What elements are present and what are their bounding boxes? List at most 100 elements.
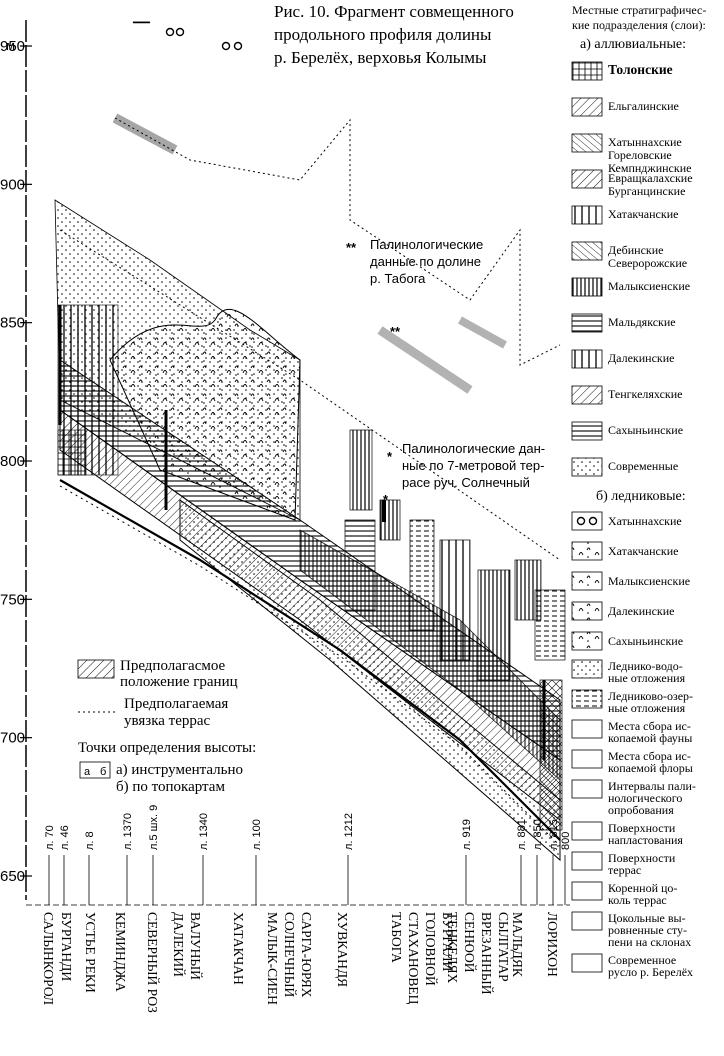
location-label: БУРГАНДИ xyxy=(59,912,74,981)
location-label: ЛОРИХОН xyxy=(545,912,560,977)
terrace-block-1 xyxy=(344,519,376,611)
legend-label: копаемой флоры xyxy=(608,761,693,775)
terrace-block-8 xyxy=(534,589,566,661)
upper-terrace-remnant xyxy=(112,113,178,155)
legend-swatch xyxy=(571,601,603,621)
legend-swatch xyxy=(571,779,603,799)
location-label: СТАХАНОВЕЦ xyxy=(406,912,421,1005)
legend-label: Места сбора ис- xyxy=(608,749,691,763)
terrace-remnant-3 xyxy=(458,316,507,349)
location-label: СЫЛГАТАР xyxy=(496,912,511,982)
point-label: л. 100 xyxy=(251,819,263,850)
axis-tick-label: 750 xyxy=(0,591,25,608)
height-points-b: б) по топокартам xyxy=(116,779,225,795)
location-label: БУРГАЛИ xyxy=(440,912,455,972)
legend-swatch xyxy=(571,541,603,561)
height-symbol-box xyxy=(79,761,111,779)
terrace-block-6 xyxy=(477,569,511,681)
legend-swatch xyxy=(571,911,603,931)
legend-swatch xyxy=(571,313,603,333)
point-label: л. 70 xyxy=(44,825,56,850)
legend-label: Евращкалахские xyxy=(608,171,693,185)
terrace-band-c xyxy=(179,499,561,862)
legend-label: Хатыннахские xyxy=(608,514,682,528)
upper-height-markers: ▔▔ xyxy=(132,22,243,51)
location-label: ДАЛЕКИЙ xyxy=(171,912,186,977)
legend-swatch xyxy=(571,689,603,709)
height-points-a: а) инструментально xyxy=(116,762,243,778)
legend-swatch xyxy=(571,631,603,651)
point-label: л. 8 xyxy=(84,831,96,850)
glacial-hummock xyxy=(109,308,301,521)
legend-label: пени на склонах xyxy=(608,935,691,949)
legend-label: Малыксиенские xyxy=(608,279,690,293)
height-points-title: Точки определения высоты: xyxy=(78,740,256,756)
location-label: ТЕНКЕЛЯХ xyxy=(445,912,460,983)
boundary-swatch xyxy=(77,659,115,679)
legend-label: Места сбора ис- xyxy=(608,719,691,733)
legend-label: Далекинские xyxy=(608,351,675,365)
legend-label: Современные xyxy=(608,459,678,473)
strat-legend: Местные стратиграфичес- кие подразделени… xyxy=(571,3,706,979)
location-label: САРГА-ЮРЯХ xyxy=(299,912,314,998)
legend-label: Сахыньинские xyxy=(608,634,683,648)
legend-label: Далекинские xyxy=(608,604,675,618)
location-label: ТАБОГА xyxy=(389,912,404,963)
legend-label: Мальдякские xyxy=(608,315,676,329)
legend-label: Северорожские xyxy=(608,256,687,270)
glacial-marker-4 xyxy=(233,41,243,51)
boundary-line-2: положение границ xyxy=(120,674,238,690)
legend-label: Ельгалинские xyxy=(608,99,679,113)
terrace-block-2 xyxy=(349,429,373,511)
legend-swatch xyxy=(571,61,603,81)
legend-swatch xyxy=(571,97,603,117)
point-label: л. 850 xyxy=(532,819,544,850)
solnechny-symbol: * xyxy=(387,449,393,464)
axis-tick-label: 800 xyxy=(0,453,25,470)
location-label: ХАТАКЧАН xyxy=(231,912,246,985)
axis-tick-label: 850 xyxy=(0,315,25,332)
location-label: МАЛЬДЯК xyxy=(510,912,525,978)
legend-swatch xyxy=(571,821,603,841)
legend-alluvial-list: ТолонскиеЕльгалинскиеХатыннахскиеГорелов… xyxy=(571,61,693,477)
legend-alluvial-header: а) аллювиальные: xyxy=(580,37,686,52)
point-label: л. 1212 xyxy=(343,813,355,850)
axis-tick-label: 700 xyxy=(0,730,25,747)
point-label: л. 881 xyxy=(516,819,528,850)
point-label: л. 815 xyxy=(548,819,560,850)
legend-swatch xyxy=(571,421,603,441)
bedrock-line xyxy=(59,479,561,841)
glacial-marker-3 xyxy=(221,41,231,51)
location-label: СЕВЕРНЫЙ РОЗ xyxy=(145,912,160,1013)
legend-label: Кемпнджинские xyxy=(608,161,691,175)
profile-section: ▔▔ xyxy=(54,22,566,862)
terrace-link-line-1: Предполагаемая xyxy=(124,696,228,712)
legend-label: Хатакчанские xyxy=(608,544,678,558)
legend-label: Толонские xyxy=(608,62,673,77)
legend-label: ровненные сту- xyxy=(608,923,687,937)
legend-swatch xyxy=(571,241,603,261)
legend-label: Гореловские xyxy=(608,148,672,162)
solnechny-site-mark: * xyxy=(383,492,389,507)
location-label: ХУВКАНДЯ xyxy=(335,912,350,987)
location-label: ГОЛОВНОЙ xyxy=(423,912,438,986)
legend-title-1: Местные стратиграфичес- xyxy=(572,3,706,17)
legend-label: Современное xyxy=(608,953,676,967)
height-symbol-b: б xyxy=(100,766,106,778)
tabora-line-3: р. Табога xyxy=(370,271,426,286)
legend-glacial-circle xyxy=(576,516,586,526)
legend-swatch xyxy=(571,851,603,871)
legend-swatch xyxy=(571,385,603,405)
legend-swatch xyxy=(571,169,603,189)
legend-swatch xyxy=(571,277,603,297)
legend-label: Леднико-водо- xyxy=(608,659,683,673)
point-label: л. 46 xyxy=(59,825,71,850)
legend-swatch xyxy=(571,457,603,477)
legend-swatch xyxy=(571,659,603,679)
legend-title-2: кие подразделения (слои): xyxy=(572,18,706,32)
